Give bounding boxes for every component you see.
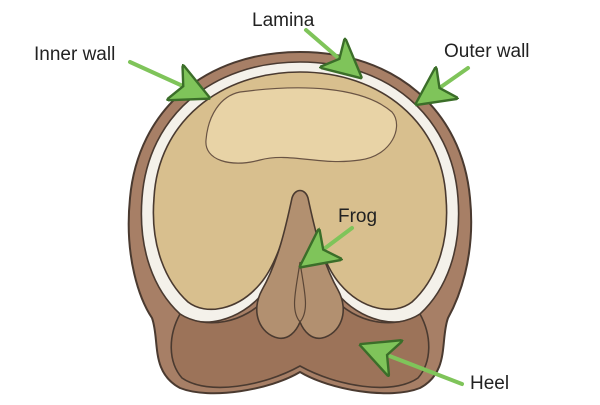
lamina-arrow <box>304 28 350 68</box>
frog-cleft-line <box>293 261 307 323</box>
sole-highlight-shape <box>205 87 398 164</box>
inner-wall-arrow <box>128 60 196 92</box>
lamina-label: Lamina <box>252 10 315 31</box>
heel-label: Heel <box>470 373 510 394</box>
inner-wall-label: Inner wall <box>34 44 116 65</box>
outer-wall-label: Outer wall <box>444 41 530 62</box>
frog-arrow <box>312 226 354 258</box>
outer-wall-arrow <box>428 68 470 96</box>
heel-arrow <box>374 350 464 386</box>
frog-label: Frog <box>338 206 378 227</box>
